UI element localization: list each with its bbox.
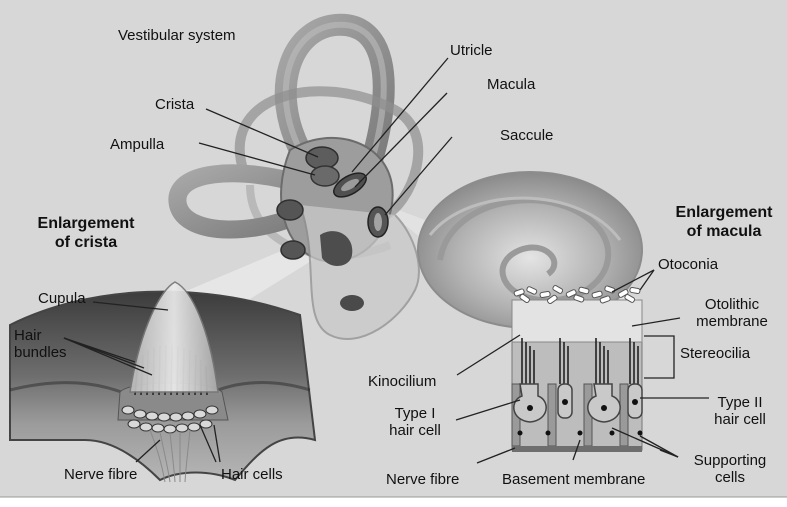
label-supporting-line2: cells: [682, 469, 778, 486]
macula-enlargement: [512, 285, 643, 452]
label-type-2-hair-cell: Type II hair cell: [700, 394, 780, 428]
label-type2-line1: Type II: [700, 394, 780, 411]
label-vestibular-system: Vestibular system: [118, 27, 236, 44]
label-otolithic-membrane: Otolithic membrane: [680, 296, 784, 330]
label-hair-bundles-line2: bundles: [14, 344, 67, 361]
label-otolithic-line1: Otolithic: [680, 296, 784, 313]
label-cupula: Cupula: [38, 290, 86, 307]
label-enlargement-of-crista: Enlargement of crista: [26, 214, 146, 252]
label-type1-line1: Type I: [374, 405, 456, 422]
otolithic-membrane: [512, 300, 642, 342]
label-nerve-fibre-macula: Nerve fibre: [386, 471, 459, 488]
label-supporting-line1: Supporting: [682, 452, 778, 469]
label-nerve-fibre-crista: Nerve fibre: [64, 466, 137, 483]
label-crista: Crista: [155, 96, 194, 113]
label-utricle: Utricle: [450, 42, 493, 59]
label-otolithic-line2: membrane: [680, 313, 784, 330]
label-enlargement-of-macula: Enlargement of macula: [664, 203, 784, 241]
label-supporting-cells: Supporting cells: [682, 452, 778, 486]
label-type-1-hair-cell: Type I hair cell: [374, 405, 456, 439]
label-ampulla: Ampulla: [110, 136, 164, 153]
label-basement-membrane: Basement membrane: [502, 471, 645, 488]
label-enlargement-crista-line2: of crista: [26, 233, 146, 252]
label-stereocilia: Stereocilia: [680, 345, 750, 362]
label-type2-line2: hair cell: [700, 411, 780, 428]
label-enlargement-macula-line2: of macula: [664, 222, 784, 241]
label-kinocilium: Kinocilium: [368, 373, 436, 390]
label-enlargement-crista-line1: Enlargement: [26, 214, 146, 233]
label-hair-bundles-line1: Hair: [14, 327, 67, 344]
label-saccule: Saccule: [500, 127, 553, 144]
label-otoconia: Otoconia: [658, 256, 718, 273]
label-hair-bundles: Hair bundles: [14, 327, 67, 361]
label-hair-cells: Hair cells: [221, 466, 283, 483]
label-type1-line2: hair cell: [374, 422, 456, 439]
label-macula: Macula: [487, 76, 535, 93]
label-enlargement-macula-line1: Enlargement: [664, 203, 784, 222]
